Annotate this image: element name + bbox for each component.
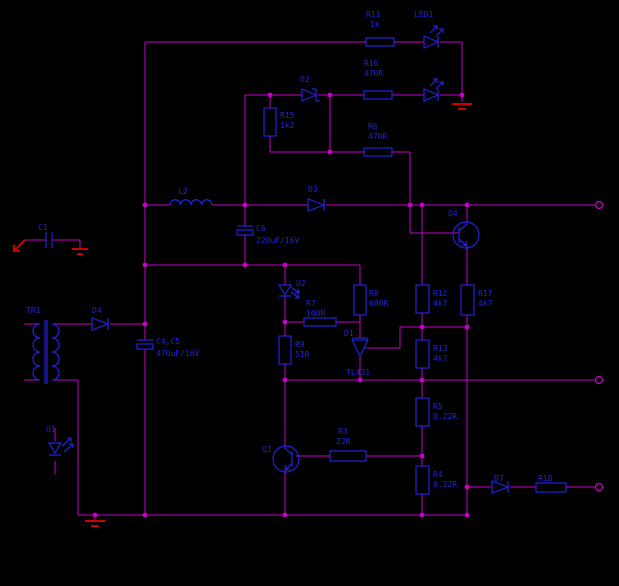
d7-ref: D7 xyxy=(494,474,504,483)
r7-value: 100R xyxy=(306,309,325,318)
d3-ref: D3 xyxy=(308,185,318,194)
r6-value: 470R xyxy=(368,132,387,141)
u2-ref: U2 xyxy=(296,279,306,288)
component-r4: R4 0.22R xyxy=(415,465,457,495)
r18-ref: R18 xyxy=(538,474,553,483)
ground-symbol-bottom-left xyxy=(85,520,105,527)
c4c5-value: 470uF/16V xyxy=(156,349,200,358)
r8-value: 680R xyxy=(369,299,388,308)
c4c5-ref: C4,C5 xyxy=(156,337,180,346)
r17-value: 4k7 xyxy=(478,299,493,308)
component-l2: L2 xyxy=(169,187,213,206)
component-r3: R3 22R xyxy=(329,427,367,462)
r11-ref: R11 xyxy=(366,10,381,19)
d4-ref: D4 xyxy=(92,306,102,315)
component-d1-tl431: D1 TL431 xyxy=(344,329,370,377)
component-led1: LED1 xyxy=(414,10,444,102)
r5-ref: R5 xyxy=(433,402,443,411)
r15-value: 1k2 xyxy=(280,121,295,130)
component-d7: D7 xyxy=(491,474,510,494)
component-r6: R6 470R xyxy=(363,122,393,157)
component-r11: R11 1k xyxy=(365,10,395,47)
component-r17: R17 4k7 xyxy=(460,284,493,316)
r11-value: 1k xyxy=(370,20,380,29)
ground-symbol-c1 xyxy=(72,248,88,255)
component-c4c5: C4,C5 470uF/16V xyxy=(136,337,200,358)
tr1-ref: TR1 xyxy=(26,306,41,315)
component-d4: D4 xyxy=(91,306,110,331)
c1-ref: C1 xyxy=(38,223,48,232)
r3-value: 22R xyxy=(336,437,351,446)
terminal-negative xyxy=(594,482,604,492)
component-tr1: TR1 xyxy=(26,306,60,384)
d1-value: TL431 xyxy=(346,368,370,377)
component-r15: R15 1k2 xyxy=(263,107,295,137)
component-d2: D2 xyxy=(300,75,320,102)
r4-value: 0.22R xyxy=(433,480,457,489)
r15-ref: R15 xyxy=(280,111,295,120)
component-u2: U2 xyxy=(277,279,306,299)
u1-ref: U1 xyxy=(46,425,56,434)
component-r8: R8 680R xyxy=(353,284,388,316)
component-c6: C6 220uF/16V xyxy=(236,224,300,245)
component-r13: R13 4k7 xyxy=(415,339,448,369)
r9-ref: R9 xyxy=(295,340,305,349)
r3-ref: R3 xyxy=(338,427,348,436)
r9-value: 51R xyxy=(295,350,310,359)
l2-ref: L2 xyxy=(178,187,188,196)
q1-ref: Q1 xyxy=(262,445,272,454)
q4-ref: Q4 xyxy=(448,209,458,218)
r5-value: 0.22R xyxy=(433,412,457,421)
r13-value: 4k7 xyxy=(433,354,448,363)
r16-ref: R16 xyxy=(364,59,379,68)
r6-ref: R6 xyxy=(368,122,378,131)
component-c1: C1 xyxy=(38,223,53,248)
component-d3: D3 xyxy=(307,185,326,212)
component-u1: U1 xyxy=(46,425,74,456)
component-r7: R7 100R xyxy=(303,299,337,327)
c6-value: 220uF/16V xyxy=(256,236,300,245)
earth-arrow-icon xyxy=(13,239,26,252)
output-terminals xyxy=(594,200,604,492)
component-r9: R9 51R xyxy=(278,335,310,365)
r4-ref: R4 xyxy=(433,470,443,479)
junction-dots xyxy=(92,92,470,518)
r13-ref: R13 xyxy=(433,344,448,353)
r12-ref: R12 xyxy=(433,289,448,298)
terminal-positive xyxy=(594,200,604,210)
r16-value: 470R xyxy=(364,69,383,78)
component-r16: R16 470R xyxy=(363,59,393,100)
led1-ref: LED1 xyxy=(414,10,433,19)
ground-symbol-top-right xyxy=(452,103,472,110)
r8-ref: R8 xyxy=(369,289,379,298)
d2-ref: D2 xyxy=(300,75,310,84)
component-r12: R12 4k7 xyxy=(415,284,448,314)
component-q4: Q4 xyxy=(448,209,480,249)
r12-value: 4k7 xyxy=(433,299,448,308)
r17-ref: R17 xyxy=(478,289,493,298)
component-r18: R18 xyxy=(535,474,567,493)
terminal-sense xyxy=(594,375,604,385)
r7-ref: R7 xyxy=(306,299,316,308)
d1-ref: D1 xyxy=(344,329,354,338)
c6-ref: C6 xyxy=(256,224,266,233)
component-q1: Q1 xyxy=(262,445,300,473)
component-r5: R5 0.22R xyxy=(415,397,457,427)
wires xyxy=(24,41,595,520)
